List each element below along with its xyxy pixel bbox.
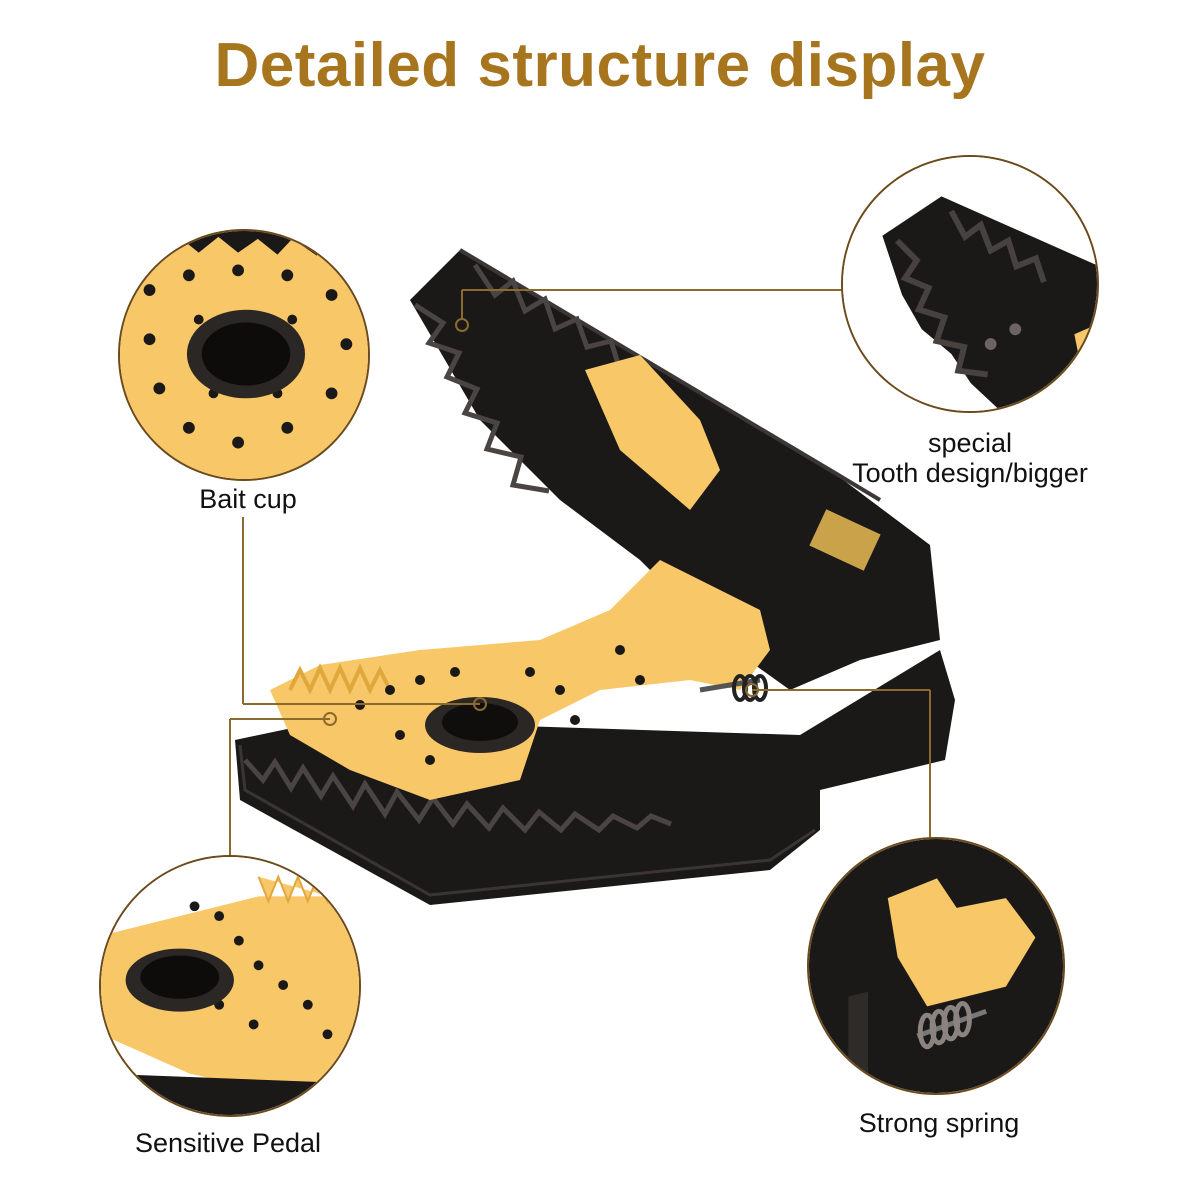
tooth-design-closeup: [843, 157, 1097, 411]
sensitive-pedal-label: Sensitive Pedal: [134, 1128, 322, 1158]
tooth-design-label-line2: Tooth design/bigger: [852, 458, 1088, 488]
pointer-dots: [323, 290, 759, 726]
sensitive-pedal-closeup: [101, 857, 359, 1115]
bait-cup-label: Bait cup: [199, 484, 297, 514]
trap-base: [235, 650, 955, 905]
bait-cup-callout: [118, 229, 370, 481]
strong-spring-label: Strong spring: [858, 1108, 1020, 1138]
page-title: Detailed structure display: [214, 31, 986, 100]
tooth-design-callout: [841, 155, 1099, 413]
sensitive-pedal-callout: [99, 855, 361, 1117]
tooth-design-label-line1: special: [927, 428, 1013, 458]
trap-pedal: [270, 355, 770, 800]
pointer-lines: [229, 289, 931, 855]
tooth-design-label: special Tooth design/bigger: [820, 428, 1120, 488]
strong-spring-callout: [807, 837, 1065, 1095]
strong-spring-closeup: [809, 839, 1063, 1093]
bait-cup-closeup: [120, 231, 368, 479]
